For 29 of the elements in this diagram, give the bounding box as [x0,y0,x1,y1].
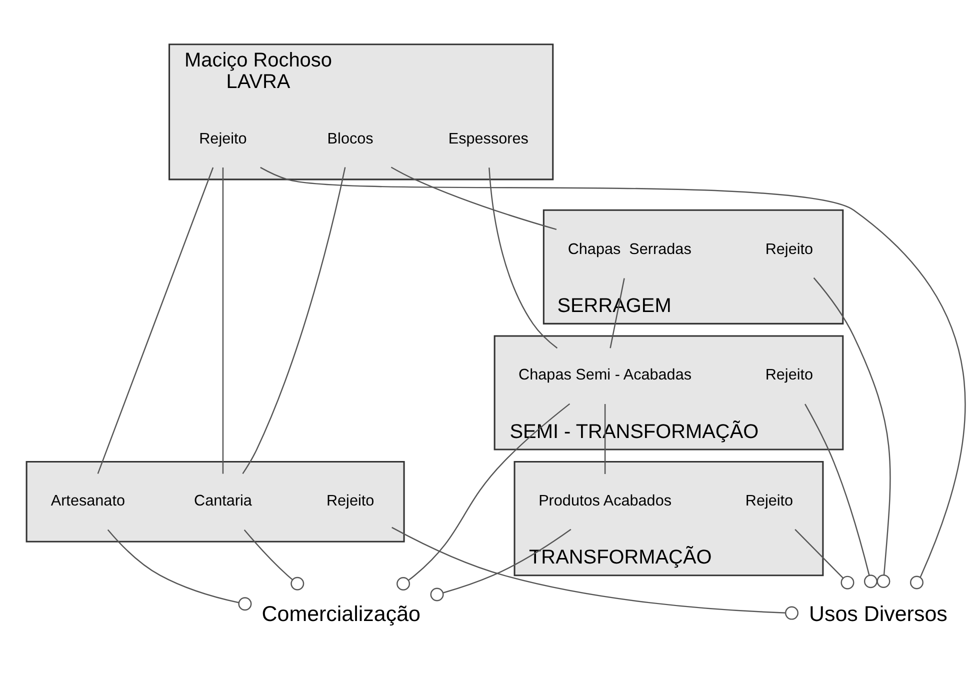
node-text: Usos Diversos [809,602,948,626]
connector [804,404,878,588]
connector [260,166,966,590]
node-text: Chapas Serradas [568,240,692,258]
node-text: Chapas Semi - Acabadas [518,366,692,384]
connector [813,277,891,588]
node-text: Rejeito [765,366,814,384]
connector [396,403,570,590]
node-text: Comercialização [262,602,420,626]
connector [97,167,214,474]
node-text: Blocos [327,130,374,148]
connector [242,167,346,474]
connector [430,528,572,602]
connector [107,529,252,611]
node-text: Rejeito [199,130,247,148]
node-text: Cantaria [194,492,252,510]
node-text: Rejeito [745,492,794,510]
node-text: Artesanato [50,492,126,510]
connector [794,528,854,590]
connector [392,526,798,620]
connector [488,168,558,349]
connector [222,168,224,474]
connector [244,530,304,590]
node-text: Rejeito [765,240,814,258]
node-text: Produtos Acabados [538,492,672,510]
node-text: Espessores [448,130,528,148]
node-text: Rejeito [326,492,374,510]
connector [390,166,557,230]
cluster [26,461,405,542]
